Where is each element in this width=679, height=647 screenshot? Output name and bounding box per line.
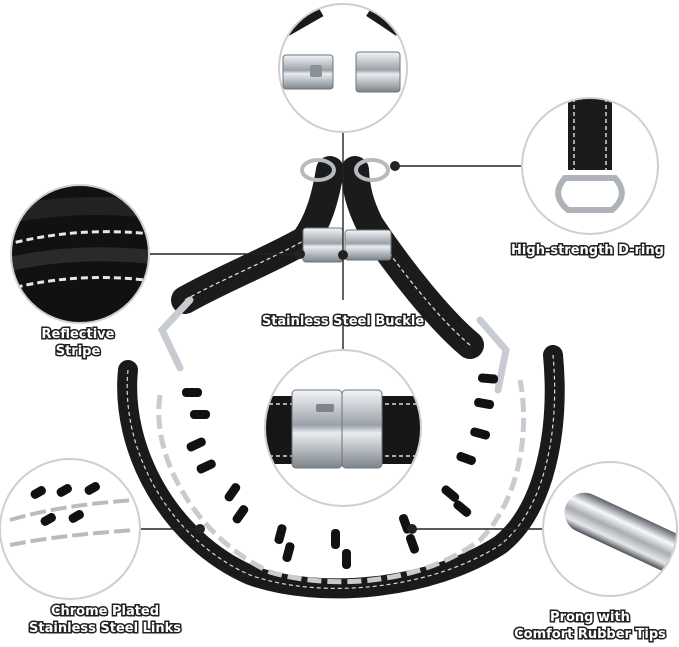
collar (117, 156, 565, 599)
label-prong: Prong with Comfort Rubber Tips (505, 609, 675, 644)
prong-tips (182, 373, 499, 569)
detail-reflective (11, 185, 149, 323)
label-links-line1: Chrome Plated (49, 603, 160, 621)
label-reflective-stripe: Reflective Stripe (18, 326, 138, 361)
label-buckle-text: Stainless Steel Buckle (260, 313, 425, 331)
label-buckle: Stainless Steel Buckle (243, 313, 443, 331)
detail-prong (543, 462, 677, 596)
label-prong-line1: Prong with (549, 609, 632, 627)
label-d-ring-text: High-strength D-ring (510, 242, 666, 260)
label-reflective-line1: Reflective (40, 326, 116, 344)
callout-lines (140, 132, 543, 530)
label-d-ring: High-strength D-ring (505, 242, 670, 260)
callout-dots (195, 161, 417, 534)
label-links-line2: Stainless Steel Links (28, 620, 183, 638)
detail-buckle-center (265, 350, 421, 506)
label-links: Chrome Plated Stainless Steel Links (10, 603, 200, 638)
detail-dring (522, 98, 658, 234)
detail-links (0, 459, 140, 599)
label-prong-line2: Comfort Rubber Tips (513, 626, 668, 644)
label-reflective-line2: Stripe (54, 343, 102, 361)
detail-buckle-top (279, 4, 407, 132)
